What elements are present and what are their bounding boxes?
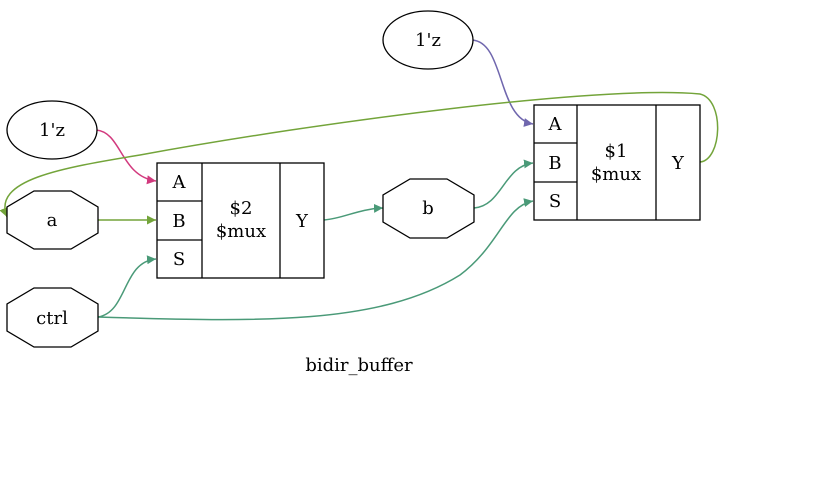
mux1-cell-type: $mux <box>591 164 641 185</box>
port-node-a-label: a <box>47 210 58 231</box>
mux1-cell-name: $1 <box>605 141 628 162</box>
const-node-left: 1'z <box>6 100 98 160</box>
mux2-port-y: Y <box>295 211 309 232</box>
mux1-port-b: B <box>548 153 561 174</box>
port-node-ctrl-label: ctrl <box>36 308 68 329</box>
mux1-port-s: S <box>549 191 561 212</box>
edge-mux2-y-to-b <box>323 203 384 221</box>
port-node-b: b <box>382 178 475 239</box>
const-node-top: 1'z <box>382 10 474 70</box>
const-node-left-label: 1'z <box>39 120 65 141</box>
mux1-port-a: A <box>548 114 563 135</box>
mux1-port-y: Y <box>671 153 685 174</box>
edge-const-top-to-mux1-a <box>471 39 534 127</box>
mux2-port-a: A <box>172 172 187 193</box>
mux2-cell-name: $2 <box>230 198 253 219</box>
edge-mux1-y-to-a <box>0 91 719 218</box>
edge-ctrl-to-mux2-s <box>97 255 157 318</box>
port-node-b-label: b <box>422 198 434 219</box>
port-node-ctrl: ctrl <box>6 287 99 348</box>
mux2-cell-type: $mux <box>216 221 266 242</box>
diagram-title: bidir_buffer <box>305 355 413 376</box>
port-node-a: a <box>6 190 99 250</box>
mux-cell-2: A B S $2 $mux Y <box>156 162 325 279</box>
mux-cell-1: A B S $1 $mux Y <box>533 104 701 221</box>
mux2-port-b: B <box>172 211 185 232</box>
mux2-port-s: S <box>173 249 185 270</box>
edge-b-to-mux1-b <box>473 159 534 209</box>
edge-const-left-to-mux2-a <box>95 129 157 185</box>
const-node-top-label: 1'z <box>415 30 441 51</box>
edge-ctrl-to-mux1-s <box>97 198 534 321</box>
